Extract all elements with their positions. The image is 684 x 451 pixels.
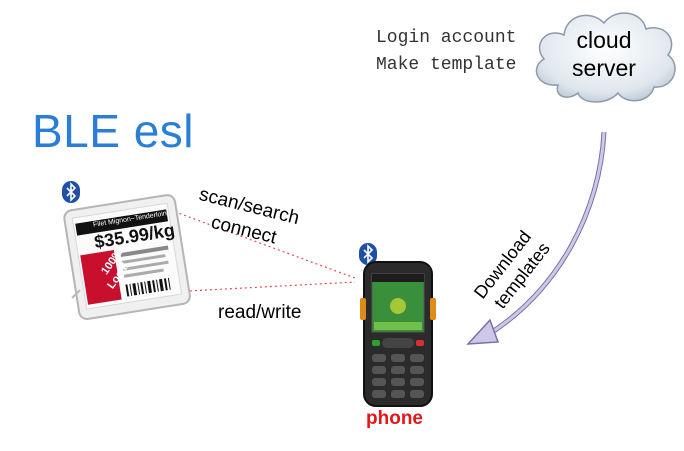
phone-icon (360, 261, 436, 407)
cloud-label: cloud server (540, 26, 668, 82)
bluetooth-icon (62, 181, 80, 203)
cloud-label-line1: cloud (576, 27, 632, 53)
phone-label: phone (366, 408, 423, 429)
page-title: BLE esl (32, 105, 195, 157)
download-arrow-shaft-fill (485, 131, 606, 338)
esl-tag-icon (63, 194, 191, 320)
cloud-note-login: Login account (376, 28, 517, 48)
download-arrow-head (466, 318, 500, 345)
cloud-label-line2: server (572, 55, 636, 81)
read-write-label: read/write (218, 302, 302, 323)
bluetooth-icon (359, 243, 377, 265)
cloud-note-template: Make template (376, 55, 517, 75)
read-write-line (169, 281, 356, 293)
cloud-icon (535, 12, 676, 103)
